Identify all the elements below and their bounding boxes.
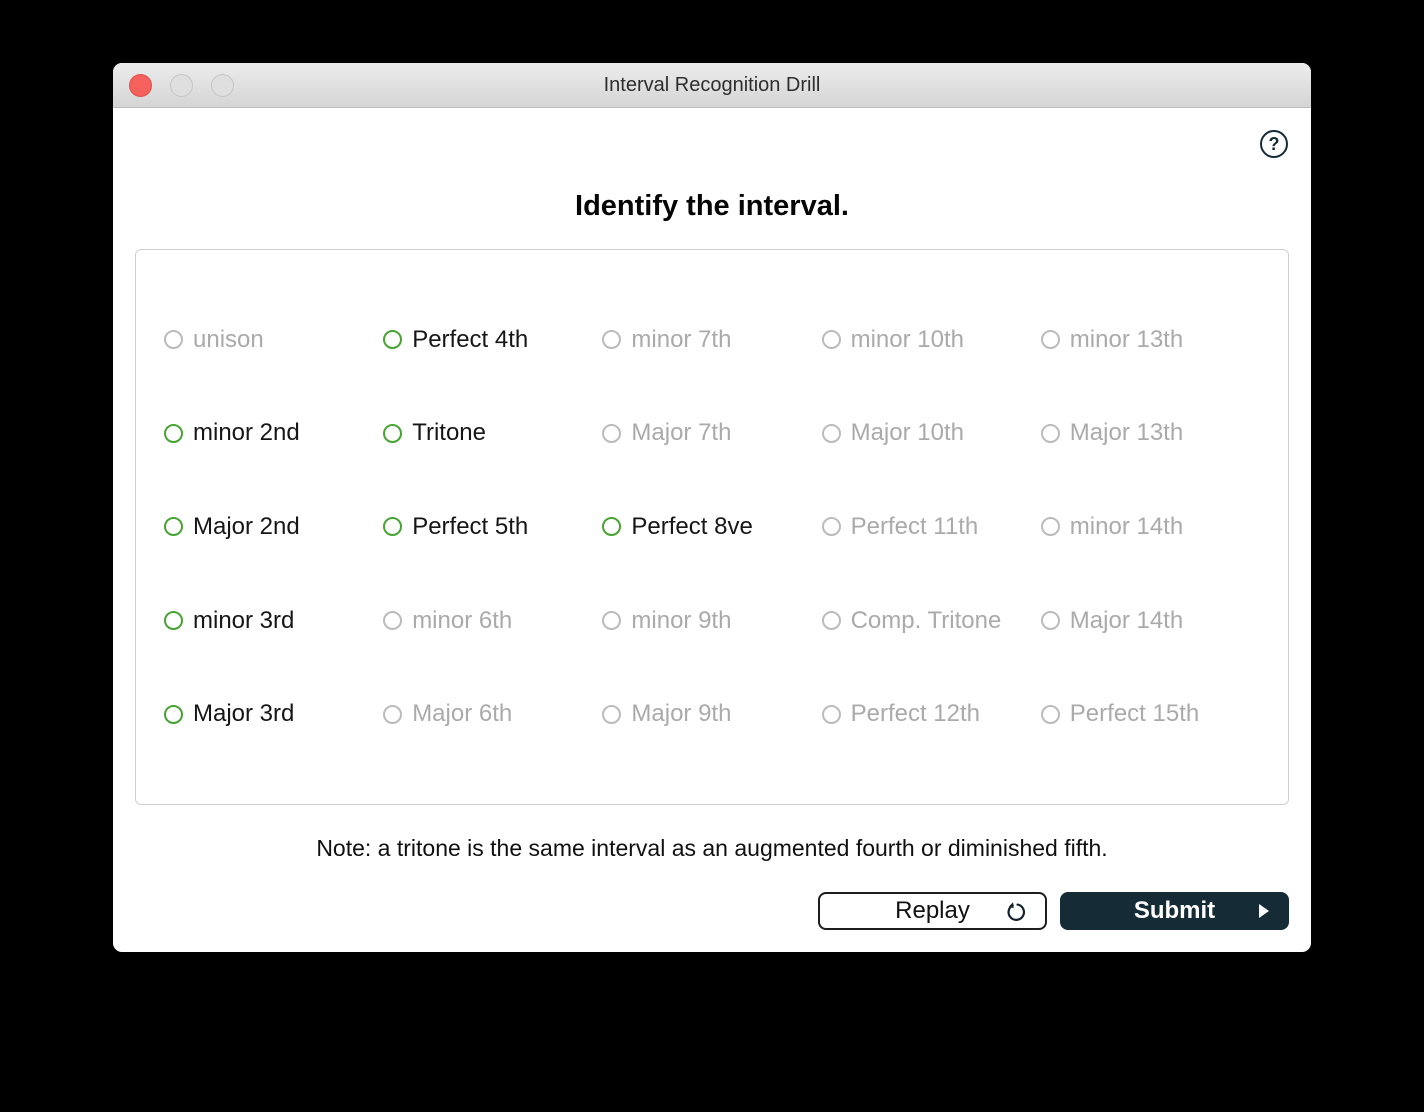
interval-option-label: Perfect 15th xyxy=(1069,700,1200,728)
interval-option-minor-14th: minor 14th xyxy=(1040,480,1260,574)
interval-option-major-13th: Major 13th xyxy=(1040,387,1260,481)
interval-option-label: minor 13th xyxy=(1069,325,1184,353)
interval-option-perfect-8ve[interactable]: Perfect 8ve xyxy=(602,480,821,574)
radio-circle xyxy=(602,704,622,724)
interval-option-label: Major 6th xyxy=(412,700,513,728)
interval-option-major-6th: Major 6th xyxy=(383,667,602,761)
interval-option-label: Major 9th xyxy=(631,700,732,728)
interval-option-label: Perfect 4th xyxy=(412,325,529,353)
zoom-button xyxy=(211,74,234,97)
interval-option-label: minor 2nd xyxy=(193,419,300,447)
interval-option-perfect-4th[interactable]: Perfect 4th xyxy=(383,293,602,387)
interval-option-label: unison xyxy=(193,325,264,353)
interval-option-label: minor 9th xyxy=(631,606,732,634)
interval-option-minor-7th: minor 7th xyxy=(602,293,821,387)
interval-option-perfect-12th: Perfect 12th xyxy=(821,667,1041,761)
interval-option-perfect-11th: Perfect 11th xyxy=(821,480,1041,574)
radio-circle xyxy=(383,611,403,631)
radio-circle xyxy=(602,423,622,443)
interval-option-label: minor 10th xyxy=(850,325,964,353)
interval-option-minor-9th: minor 9th xyxy=(602,574,821,668)
radio-circle xyxy=(1040,330,1060,350)
radio-circle xyxy=(821,517,841,537)
radio-circle xyxy=(1040,517,1060,537)
replay-button[interactable]: Replay xyxy=(818,892,1047,930)
close-button[interactable] xyxy=(129,74,152,97)
interval-option-tritone[interactable]: Tritone xyxy=(383,387,602,481)
radio-circle[interactable] xyxy=(383,517,403,537)
radio-circle xyxy=(821,611,841,631)
interval-option-label: Perfect 5th xyxy=(412,512,529,540)
radio-circle xyxy=(1040,423,1060,443)
interval-option-label: Comp. Tritone xyxy=(850,606,1002,634)
interval-option-comp-tritone: Comp. Tritone xyxy=(821,574,1041,668)
radio-circle xyxy=(821,704,841,724)
play-arrow-icon xyxy=(1259,904,1269,918)
radio-circle xyxy=(383,704,403,724)
window-title: Interval Recognition Drill xyxy=(603,73,821,96)
minimize-button xyxy=(170,74,193,97)
help-button[interactable]: ? xyxy=(1260,130,1288,158)
radio-circle[interactable] xyxy=(602,517,622,537)
interval-option-label: Perfect 12th xyxy=(850,700,981,728)
interval-option-label: Major 13th xyxy=(1069,419,1184,447)
replay-icon xyxy=(1007,902,1026,921)
radio-circle[interactable] xyxy=(383,330,403,350)
interval-option-perfect-15th: Perfect 15th xyxy=(1040,667,1260,761)
question-mark-icon: ? xyxy=(1268,133,1280,154)
radio-circle xyxy=(821,423,841,443)
radio-circle xyxy=(1040,611,1060,631)
interval-option-label: minor 7th xyxy=(631,325,732,353)
interval-option-label: Major 3rd xyxy=(193,700,295,728)
radio-circle[interactable] xyxy=(164,611,183,631)
interval-option-label: Major 10th xyxy=(850,419,964,447)
interval-option-unison: unison xyxy=(164,293,383,387)
interval-option-minor-2nd[interactable]: minor 2nd xyxy=(164,387,383,481)
interval-option-minor-13th: minor 13th xyxy=(1040,293,1260,387)
interval-option-label: minor 3rd xyxy=(193,606,295,634)
radio-circle[interactable] xyxy=(164,704,183,724)
radio-circle[interactable] xyxy=(164,423,183,443)
replay-button-label: Replay xyxy=(895,897,970,924)
radio-circle xyxy=(821,330,841,350)
interval-option-major-2nd[interactable]: Major 2nd xyxy=(164,480,383,574)
titlebar[interactable]: Interval Recognition Drill xyxy=(113,63,1311,108)
submit-button-label: Submit xyxy=(1133,897,1216,924)
interval-option-label: Major 7th xyxy=(631,419,732,447)
interval-option-major-7th: Major 7th xyxy=(602,387,821,481)
interval-option-label: Perfect 11th xyxy=(850,512,979,540)
interval-option-label: minor 6th xyxy=(412,606,513,634)
radio-circle xyxy=(602,611,622,631)
interval-option-perfect-5th[interactable]: Perfect 5th xyxy=(383,480,602,574)
radio-circle[interactable] xyxy=(383,423,403,443)
radio-circle xyxy=(602,330,622,350)
page-title: Identify the interval. xyxy=(575,190,849,222)
radio-circle xyxy=(1040,704,1060,724)
interval-option-minor-10th: minor 10th xyxy=(821,293,1041,387)
interval-option-label: Perfect 8ve xyxy=(631,512,753,540)
interval-option-major-9th: Major 9th xyxy=(602,667,821,761)
traffic-lights xyxy=(129,63,234,108)
interval-option-label: Major 2nd xyxy=(193,512,300,540)
interval-option-major-10th: Major 10th xyxy=(821,387,1041,481)
interval-option-major-14th: Major 14th xyxy=(1040,574,1260,668)
interval-option-label: minor 14th xyxy=(1069,512,1184,540)
interval-option-minor-3rd[interactable]: minor 3rd xyxy=(164,574,383,668)
radio-circle xyxy=(164,330,183,350)
radio-circle[interactable] xyxy=(164,517,183,537)
submit-button[interactable]: Submit xyxy=(1060,892,1289,930)
app-window: Interval Recognition Drill ? Identify th… xyxy=(113,63,1311,952)
interval-option-major-3rd[interactable]: Major 3rd xyxy=(164,667,383,761)
interval-option-label: Tritone xyxy=(412,419,486,447)
note-text: Note: a tritone is the same interval as … xyxy=(316,835,1108,861)
interval-option-minor-6th: minor 6th xyxy=(383,574,602,668)
interval-option-label: Major 14th xyxy=(1069,606,1184,634)
